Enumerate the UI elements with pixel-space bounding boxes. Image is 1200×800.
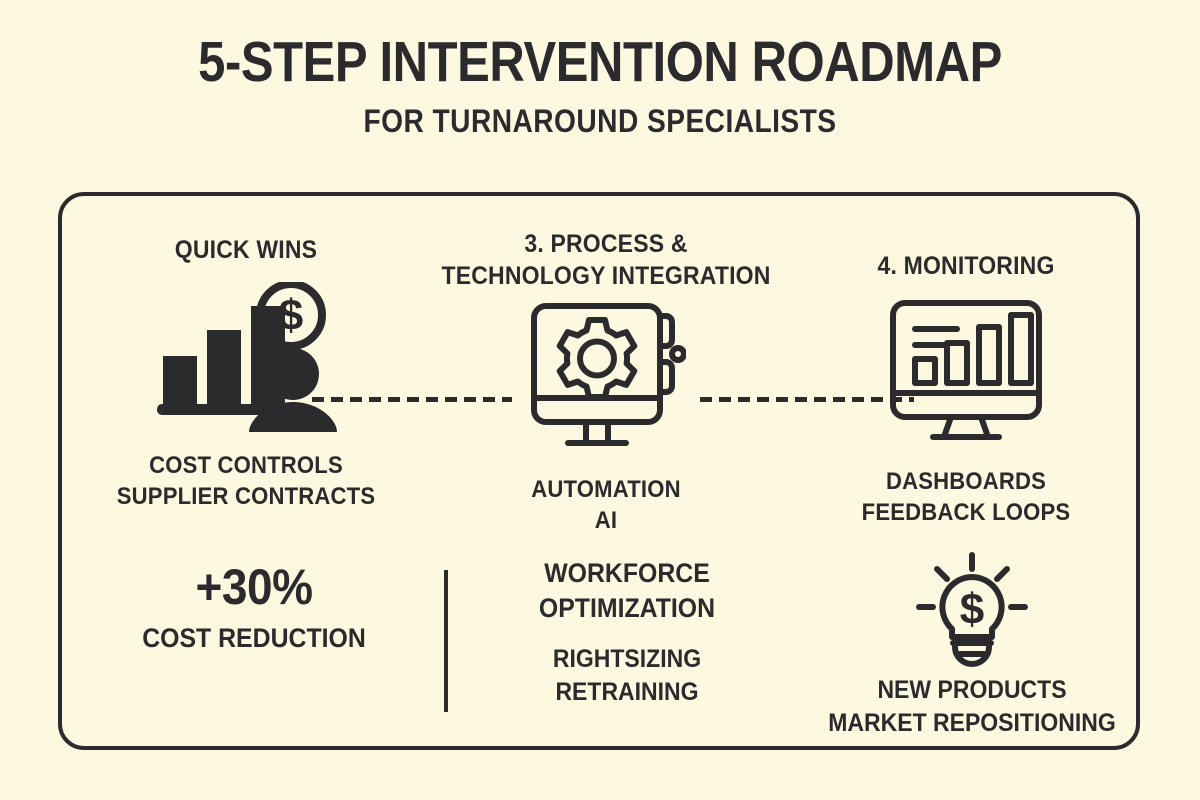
page-subtitle: FOR TURNAROUND SPECIALISTS [363,103,837,139]
stat-value: +30% [195,559,313,615]
caption-line-2: FEEDBACK LOOPS [861,499,1071,527]
heading-line-2: TECHNOLOGY INTEGRATION [441,262,771,290]
cost-reduction-stat: +30% COST REDUCTION [82,562,426,654]
caption-line-1: AUTOMATION [531,476,681,503]
vertical-divider [444,570,448,712]
step-caption: AUTOMATION AI [435,474,777,536]
steps-row: QUICK WINS $ COST CONT [62,196,1144,546]
caption-line-1: COST CONTROLS [149,452,343,479]
outcomes-row: +30% COST REDUCTION WORKFORCE OPTIMIZATI… [62,546,1144,750]
dashed-connector-icon [700,397,914,402]
step-quick-wins[interactable]: QUICK WINS $ COST CONT [66,196,426,512]
innovation-line-1: NEW PRODUCTS [877,676,1067,704]
monitor-dashboard-bars-icon [792,296,1140,448]
step-heading: 3. PROCESS & TECHNOLOGY INTEGRATION [435,228,777,292]
monitor-gear-circuit-icon [420,300,792,452]
caption-line-2: SUPPLIER CONTRACTS [116,483,376,511]
innovation-caption: NEW PRODUCTS MARKET REPOSITIONING [816,674,1129,739]
innovation-block[interactable]: $ NEW PRODUCTS MARKET REPOSITIONING [802,546,1142,739]
heading-line-1: 3. PROCESS & [524,230,688,258]
bar-chart-person-dollar-icon: $ [66,282,426,432]
workforce-title: WORKFORCE OPTIMIZATION [475,556,779,625]
caption-line-2: AI [594,507,618,535]
svg-text:$: $ [279,291,303,340]
lightbulb-dollar-icon: $ [802,550,1142,668]
workforce-title-line-2: OPTIMIZATION [538,592,716,623]
workforce-optimization-block[interactable]: WORKFORCE OPTIMIZATION RIGHTSIZING RETRA… [462,556,792,708]
roadmap-panel: QUICK WINS $ COST CONT [58,192,1140,750]
innovation-line-2: MARKET REPOSITIONING [828,708,1116,737]
workforce-title-line-1: WORKFORCE [544,558,710,588]
step-monitoring[interactable]: 4. MONITORING [792,196,1140,528]
svg-text:$: $ [960,585,984,634]
stat-label: COST REDUCTION [142,623,366,653]
workforce-sub-line-2: RETRAINING [555,677,699,706]
page-header: 5-STEP INTERVENTION ROADMAP FOR TURNAROU… [0,30,1200,139]
dashed-connector-icon [312,397,512,402]
caption-line-1: DASHBOARDS [885,468,1047,495]
page-title: 5-STEP INTERVENTION ROADMAP [198,30,1002,94]
step-process-technology-integration[interactable]: 3. PROCESS & TECHNOLOGY INTEGRATION [420,196,792,536]
step-heading: QUICK WINS [174,236,318,264]
workforce-sub-line-1: RIGHTSIZING [552,645,702,674]
workforce-subtext: RIGHTSIZING RETRAINING [475,643,779,708]
step-caption: COST CONTROLS SUPPLIER CONTRACTS [80,450,411,512]
step-caption: DASHBOARDS FEEDBACK LOOPS [806,466,1126,528]
step-heading: 4. MONITORING [877,252,1055,280]
